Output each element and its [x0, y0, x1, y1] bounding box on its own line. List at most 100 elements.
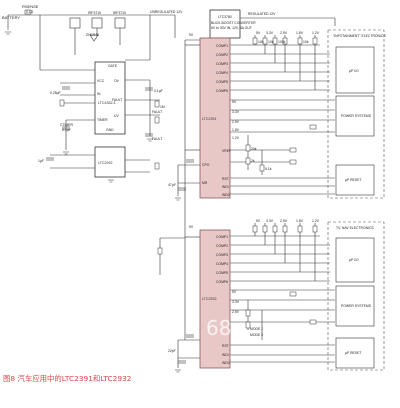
infotainment-box: [327, 29, 385, 199]
capacitors: [46, 86, 194, 364]
r-100k-a: 100k: [278, 40, 286, 44]
fault-out-label: FAULT: [152, 110, 162, 114]
pin-comp4: COMP4: [216, 71, 228, 75]
pin-comp6-b: COMP6: [216, 280, 228, 284]
power-systems-box-2: [335, 285, 375, 327]
r25v-b: 2.5V: [232, 310, 240, 314]
mosfets: [69, 17, 126, 42]
v25-a: 2.5V: [280, 31, 288, 35]
r-2k: 2k: [251, 159, 255, 163]
v33-b: 3.3V: [266, 219, 274, 223]
pin-comp6: COMP6: [216, 89, 228, 93]
r33v-b: 3.3V: [232, 300, 240, 304]
label-boost-c: 6V to 30V IN, 12V, 4A OUT: [211, 26, 252, 30]
pin-comp3-b: COMP3: [216, 253, 228, 257]
infotainment-label: "INFOTAINMENT" ELECTRONICS: [333, 34, 386, 38]
label-zener: ZHCS40: [86, 33, 99, 37]
v5-b: 5V: [256, 219, 261, 223]
label-rsense: RSENSE: [22, 4, 39, 9]
up-reset-label-2: µP RESET: [345, 351, 361, 355]
label-unreg: UNREGULATED 12V: [150, 10, 183, 14]
pin-cpo: CPO: [202, 163, 210, 167]
r-10k-b: 10k: [268, 40, 274, 44]
r-10k-c: 10k: [303, 40, 309, 44]
power-systems-label-2: POWER SYSTEMS: [341, 304, 372, 308]
pin-ov: OV: [114, 79, 120, 83]
pin-wdi-b: WDI: [222, 353, 229, 357]
ctimer-val: 0.1µF: [62, 128, 71, 132]
r5v-b: 5V: [232, 290, 237, 294]
pin-comp5-b: COMP5: [216, 271, 228, 275]
chip1-name: LTC4352-1: [98, 101, 116, 105]
cap-22: 22pF: [168, 349, 176, 353]
up-io-box-2: [335, 237, 375, 283]
ground-symbols: [5, 31, 181, 373]
pin-gate: GATE: [108, 64, 118, 68]
cap-47: 47µF: [168, 183, 176, 187]
chip-ltc4352: [94, 61, 126, 135]
label-boost-a: LTC3780: [218, 15, 232, 19]
pin-comp5: COMP5: [216, 80, 228, 84]
pin-fault: FAULT: [112, 98, 122, 102]
fault-b-label: FAULT: [152, 137, 162, 141]
pin-comp1: COMP1: [216, 44, 228, 48]
v25-b: 2.5V: [280, 219, 288, 223]
cap-025: 0.25µF: [50, 91, 61, 95]
resistors: [24, 9, 318, 329]
cap-1: 1µF: [38, 159, 44, 163]
mode1: MODE 1: [250, 327, 263, 331]
v12-b: 1.2V: [312, 219, 320, 223]
chip2-name: LTC2932: [98, 161, 113, 165]
pin-comp3: COMP3: [216, 62, 228, 66]
tvnav-label: TV, NAV ELECTRONICS: [336, 226, 374, 230]
v9-b: 9V: [189, 225, 194, 229]
pin-vref: VREF: [222, 149, 231, 153]
pin-gnd: GND: [106, 128, 114, 132]
figure-caption: 图8 汽车应用中的LTC2391和LTC2932: [3, 374, 132, 383]
v18-a: 1.8V: [296, 31, 304, 35]
v18-b: 1.8V: [296, 219, 304, 223]
r-10k-a: 10k: [258, 40, 264, 44]
pin-wdo: WDO: [222, 193, 231, 197]
r25v-a: 2.5V: [232, 120, 240, 124]
r-20k: 20k: [251, 147, 257, 151]
pin-vcc: VCC: [97, 79, 105, 83]
v9-a: 9V: [189, 33, 194, 37]
pin-comp2-b: COMP2: [216, 244, 228, 248]
up-io-box-1: [335, 46, 375, 94]
watermark-text: 68: [206, 316, 231, 340]
power-systems-box-1: [335, 95, 375, 137]
chip-ltc2932-large: [199, 229, 231, 369]
label-mosfet-a: IRF3710: [88, 11, 101, 15]
chip-boost: [209, 9, 241, 39]
r18v-a: 1.8V: [232, 128, 240, 132]
pin-comp4-b: COMP4: [216, 262, 228, 266]
tvnav-box: [327, 221, 385, 371]
up-io-label-1: µP I/O: [349, 69, 359, 73]
r5v-a: 5V: [232, 100, 237, 104]
pin-wdi: WDI: [222, 185, 229, 189]
chip3-name: LTC2391: [202, 117, 217, 121]
label-regulated: REGULATED 12V: [248, 12, 276, 16]
r33v-a: 3.3V: [232, 110, 240, 114]
chip-ltc2391: [199, 37, 231, 199]
up-io-label-2: µP I/O: [349, 258, 359, 262]
chip-ltc2932-small: [94, 146, 126, 178]
pin-comp1-b: COMP1: [216, 235, 228, 239]
label-sense-r: 0.1Ω: [26, 10, 34, 14]
cap-01: 0.1µF: [154, 89, 163, 93]
up-reset-box-2: [335, 337, 375, 369]
pin-comp2: COMP2: [216, 53, 228, 57]
pin-rst: RST: [222, 177, 229, 181]
pin-rst-b: RST: [222, 344, 229, 348]
r-51k: 5.1k: [265, 167, 272, 171]
label-boost-b: BUCK-BOOST CONVERTER: [211, 21, 256, 25]
mode2: MODE 2: [250, 333, 263, 337]
up-reset-box-1: [335, 164, 375, 196]
v12-a: 1.2V: [312, 31, 320, 35]
wires: [7, 14, 336, 368]
pin-in: IN: [97, 92, 101, 96]
pin-timer: TIMER: [97, 118, 108, 122]
r-1m: 1M: [160, 105, 165, 109]
